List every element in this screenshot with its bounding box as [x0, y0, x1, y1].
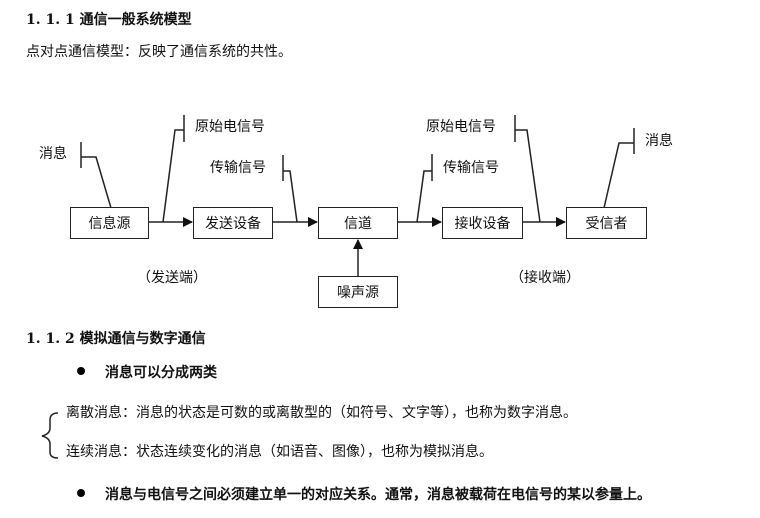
bullet-icon — [77, 489, 85, 497]
label-original-signal-right: 原始电信号 — [426, 119, 496, 135]
section-heading-1-1-2: 1. 1. 2 模拟通信与数字通信 — [26, 331, 206, 347]
label-transmit-signal-right: 传输信号 — [443, 160, 499, 176]
box-sink: 受信者 — [566, 207, 647, 239]
section-heading-1-1-1: 1. 1. 1 通信一般系统模型 — [26, 12, 192, 28]
box-information-source: 信息源 — [70, 207, 149, 239]
box-channel: 信道 — [318, 207, 398, 239]
box-noise-source: 噪声源 — [318, 276, 398, 308]
box-receiver: 接收设备 — [442, 207, 523, 239]
discrete-message-text: 离散消息：消息的状态是可数的或离散型的（如符号、文字等），也称为数字消息。 — [66, 405, 577, 421]
box-transmitter: 发送设备 — [193, 207, 273, 239]
label-sender-side: （发送端） — [137, 270, 207, 286]
label-message-right: 消息 — [645, 133, 673, 149]
label-message-left: 消息 — [39, 146, 67, 162]
bullet-icon — [77, 367, 85, 375]
section-subtitle: 点对点通信模型：反映了通信系统的共性。 — [26, 44, 292, 60]
label-original-signal-left: 原始电信号 — [195, 119, 265, 135]
continuous-message-text: 连续消息：状态连续变化的消息（如语音、图像），也称为模拟消息。 — [66, 444, 493, 460]
brace — [41, 412, 59, 459]
label-receiver-side: （接收端） — [510, 270, 580, 286]
label-transmit-signal-left: 传输信号 — [210, 160, 266, 176]
bullet-text-1: 消息可以分成两类 — [105, 365, 217, 381]
bullet-text-2: 消息与电信号之间必须建立单一的对应关系。通常，消息被载荷在电信号的某以参量上。 — [105, 487, 651, 503]
